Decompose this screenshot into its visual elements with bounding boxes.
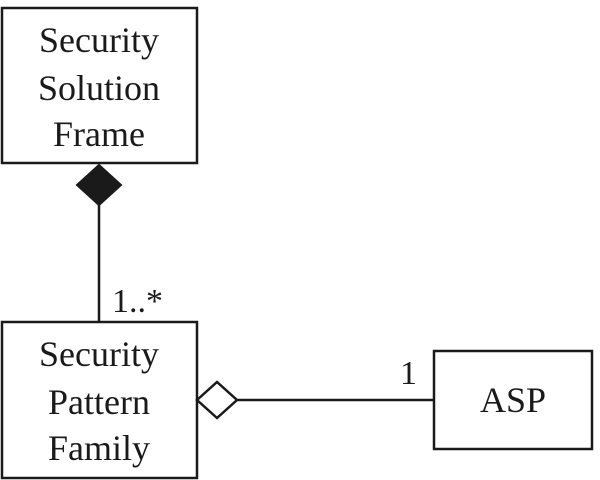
class-name-line-1: Security (39, 20, 159, 60)
class-name-line-1: Security (39, 334, 159, 374)
class-name-line-3: Frame (53, 114, 145, 154)
composition-diamond-icon (75, 163, 123, 207)
composition-association: 1..* (75, 163, 163, 322)
class-box (0, 6, 199, 165)
aggregation-association: 1 (195, 355, 434, 420)
class-asp: ASP (432, 349, 594, 451)
class-security-pattern-family: Security Pattern Family (0, 320, 199, 480)
class-box (0, 320, 199, 480)
class-name: ASP (480, 380, 546, 420)
class-box (432, 349, 594, 451)
class-name-line-2: Solution (38, 68, 160, 108)
multiplicity-label: 1 (400, 355, 417, 392)
class-security-solution-frame: Security Solution Frame (0, 6, 199, 165)
class-name-line-3: Family (48, 428, 150, 468)
class-name-line-2: Pattern (48, 382, 150, 422)
aggregation-diamond-icon (195, 380, 239, 420)
multiplicity-label: 1..* (112, 283, 163, 320)
